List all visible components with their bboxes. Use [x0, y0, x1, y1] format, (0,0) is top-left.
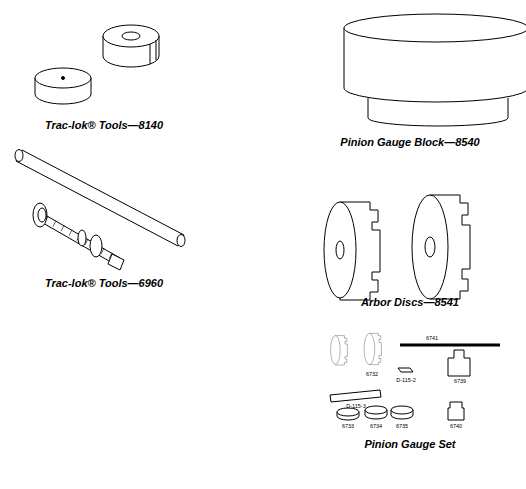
thread-stroke: [69, 230, 72, 236]
trac-lok-8140: [35, 25, 159, 104]
caption: Trac-lok® Tools—6960: [45, 278, 163, 289]
part-number: 6741: [426, 336, 438, 342]
part-number: 6734: [370, 424, 382, 430]
caption: Arbor Discs—8541: [361, 297, 459, 308]
part-number: 6733: [342, 424, 354, 430]
part-number: 6739: [454, 379, 466, 385]
caption: Pinion Gauge Block—8540: [340, 137, 479, 148]
pinion-gauge-block: [344, 14, 526, 126]
part-number: 6732: [366, 372, 378, 378]
part-number: D-115-3: [346, 404, 365, 410]
caption: Trac-lok® Tools—8140: [45, 120, 163, 131]
thread-stroke: [53, 221, 56, 227]
pinion-gauge-set: [330, 333, 500, 420]
part-number: 6740: [450, 424, 462, 430]
arbor-discs: [324, 195, 470, 300]
part-number: D-115-2: [396, 378, 415, 384]
caption: Pinion Gauge Set: [364, 439, 455, 450]
part-number: 6735: [396, 424, 408, 430]
trac-lok-6960: [15, 150, 185, 271]
thread-stroke: [61, 225, 64, 231]
